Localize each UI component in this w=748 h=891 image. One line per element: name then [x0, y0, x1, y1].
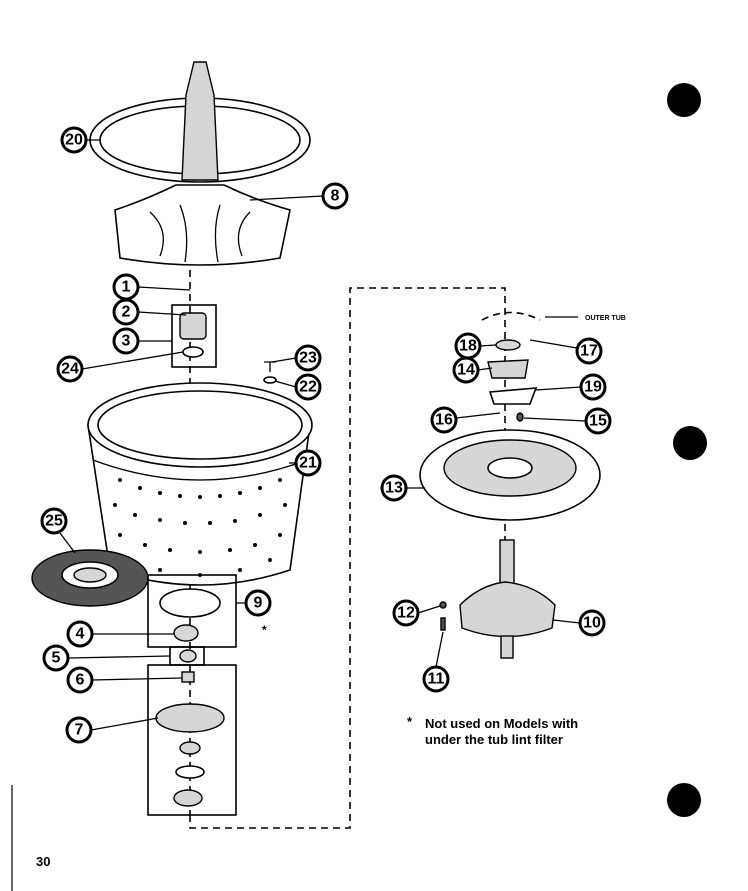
part-screw-12 [439, 601, 447, 609]
callout-4-label: 4 [76, 626, 85, 643]
callout-9-label: 9 [254, 595, 263, 612]
callout-12: 12 [392, 599, 420, 627]
part-washer-18 [495, 339, 521, 351]
callout-17-label: 17 [580, 343, 598, 360]
callout-4: 4 [66, 620, 94, 648]
callout-17: 17 [575, 337, 603, 365]
box-7-group [147, 664, 237, 816]
callout-19: 19 [579, 373, 607, 401]
note-line-1: Not used on Models with [425, 716, 578, 731]
part-outer-tub-outline [481, 311, 541, 321]
part-seal-9 [159, 588, 221, 618]
callout-9: 9 [244, 589, 272, 617]
part-ring-c [173, 789, 203, 807]
part-drive-bell-box [171, 304, 217, 368]
part-brake-7 [155, 703, 225, 733]
part-pulley [419, 429, 601, 521]
part-ring-a [179, 741, 201, 755]
part-spin-basket [87, 382, 313, 586]
callout-24-label: 24 [61, 361, 79, 378]
leaders [59, 139, 587, 731]
part-plate-19 [488, 387, 538, 405]
page-number: 30 [36, 854, 50, 869]
callout-8: 8 [321, 182, 349, 210]
callout-3: 3 [112, 327, 140, 355]
callout-16: 16 [430, 406, 458, 434]
callout-16-label: 16 [435, 412, 453, 429]
part-bushing-6 [181, 671, 195, 683]
callout-15-label: 15 [589, 413, 607, 430]
part-nut-5 [179, 649, 197, 663]
callout-3-label: 3 [122, 333, 131, 350]
callout-25-label: 25 [45, 513, 63, 530]
binder-hole-bottom [667, 783, 701, 817]
part-ring-b [175, 765, 205, 779]
part-bracket-14 [487, 359, 529, 379]
callout-20: 20 [60, 126, 88, 154]
part-transmission [459, 539, 556, 659]
callout-22: 22 [294, 373, 322, 401]
callout-5: 5 [42, 644, 70, 672]
callout-25: 25 [40, 507, 68, 535]
outer-tub-label: OUTER TUB [585, 315, 626, 322]
callout-23-label: 23 [299, 350, 317, 367]
part-washer-24 [182, 346, 204, 358]
callout-24: 24 [56, 355, 84, 383]
callout-21-label: 21 [299, 455, 317, 472]
part-agitator-cap [89, 61, 311, 183]
callout-6-label: 6 [76, 672, 85, 689]
callout-10: 10 [578, 609, 606, 637]
part-washer-22 [263, 376, 277, 384]
callout-2: 2 [112, 298, 140, 326]
callout-1: 1 [112, 273, 140, 301]
callout-22-label: 22 [299, 379, 317, 396]
small-asterisk: * [262, 623, 267, 637]
callout-11-label: 11 [428, 671, 445, 688]
callout-20-label: 20 [65, 132, 83, 149]
callout-14-label: 14 [457, 362, 475, 379]
callout-12-label: 12 [397, 605, 415, 622]
callout-5-label: 5 [52, 650, 61, 667]
callout-1-label: 1 [122, 279, 131, 296]
callout-8-label: 8 [331, 188, 340, 205]
part-lint-filter [31, 549, 149, 607]
part-hub-4 [173, 624, 199, 642]
binder-hole-top [667, 83, 701, 117]
callout-14: 14 [452, 356, 480, 384]
callout-13-label: 13 [385, 480, 403, 497]
note-asterisk: * [407, 714, 413, 729]
note-line-2: under the tub lint filter [425, 732, 563, 747]
callout-18: 18 [454, 332, 482, 360]
callout-11: 11 [422, 665, 450, 693]
callout-7-label: 7 [75, 722, 84, 739]
callout-13: 13 [380, 474, 408, 502]
callout-6: 6 [66, 666, 94, 694]
callout-7: 7 [65, 716, 93, 744]
part-drive-bell [179, 312, 207, 340]
callout-19-label: 19 [584, 379, 602, 396]
part-screw-11 [440, 617, 446, 631]
part-screw-23 [264, 361, 276, 372]
callout-2-label: 2 [122, 304, 131, 321]
callout-18-label: 18 [459, 338, 477, 355]
callout-10-label: 10 [583, 615, 601, 632]
part-nut-15 [516, 412, 524, 422]
binder-hole-middle [673, 426, 707, 460]
callout-15: 15 [584, 407, 612, 435]
callout-23: 23 [294, 344, 322, 372]
part-agitator [114, 184, 291, 266]
callout-21: 21 [294, 449, 322, 477]
